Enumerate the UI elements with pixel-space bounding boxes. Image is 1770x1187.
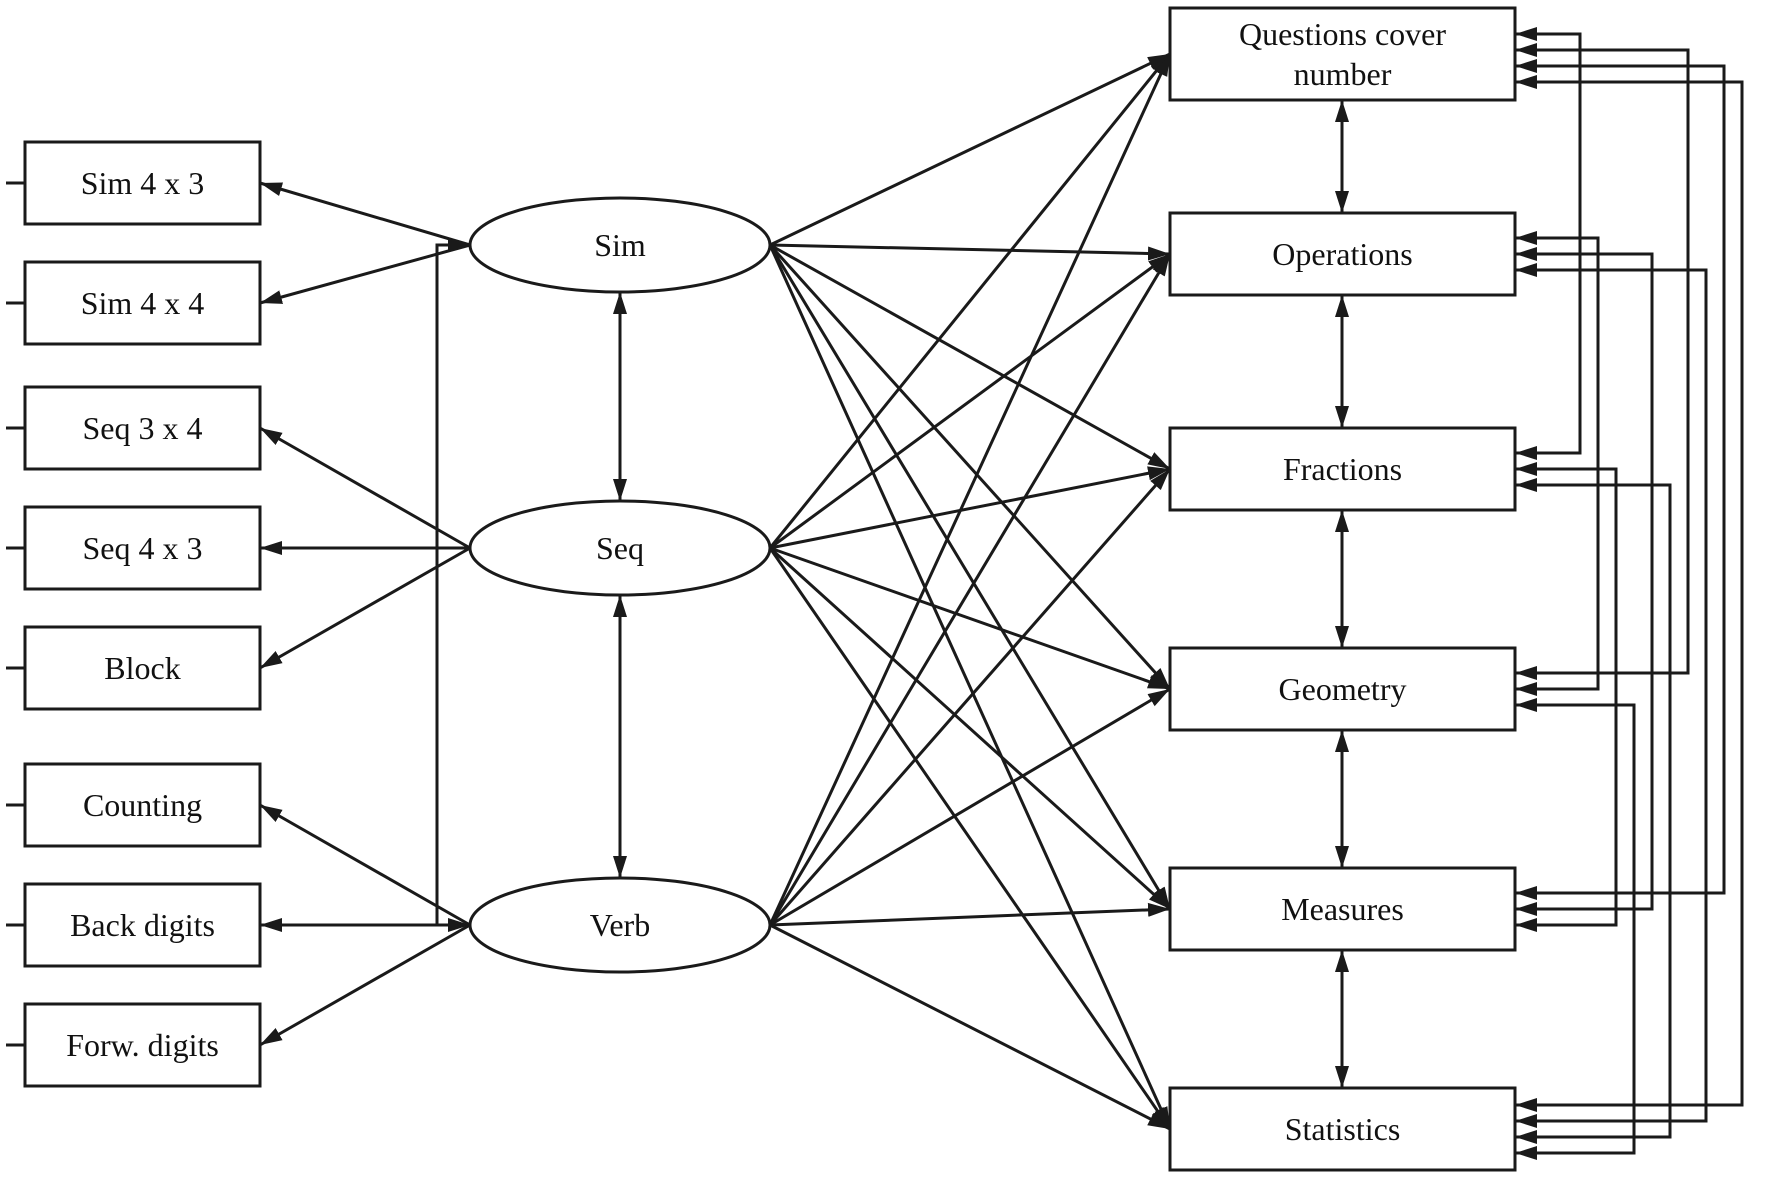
indicator-box-seq4x3 xyxy=(23,505,262,591)
edge-covariance-sim-verb xyxy=(435,238,470,932)
indicator-box-counting xyxy=(23,762,262,848)
edge-path-verb-operations xyxy=(768,253,1172,926)
node-operations: Operations xyxy=(1168,211,1517,297)
node-geometry: Geometry xyxy=(1168,646,1517,732)
node-label-measures: Measures xyxy=(1281,891,1404,927)
node-label-sim4x4: Sim 4 x 4 xyxy=(81,285,205,321)
edge-path-sim-measures xyxy=(768,244,1172,910)
edge-loading-sim-sim4x4 xyxy=(259,243,471,305)
node-sim4x3: Sim 4 x 3 xyxy=(23,140,262,226)
edge-loading-verb-counting xyxy=(259,803,471,927)
indicator-box-backdigits xyxy=(23,882,262,968)
indicator-box-sim4x3 xyxy=(23,140,262,226)
node-backdigits: Back digits xyxy=(23,882,262,968)
outcome-box-fractions xyxy=(1168,426,1517,512)
edge-path-seq-fractions xyxy=(769,466,1171,550)
edge-residual-covariance-operations-geometry xyxy=(1515,231,1600,696)
nodes-layer: Sim 4 x 3 Sim 4 x 4 Seq 3 x 4 Seq 4 x 3 Bloc… xyxy=(23,6,1517,1172)
node-fractions: Fractions xyxy=(1168,426,1517,512)
edge-loading-sim-sim4x3 xyxy=(259,181,471,247)
edge-loading-seq-seq3x4 xyxy=(259,426,471,550)
node-seq3x4: Seq 3 x 4 xyxy=(23,385,262,471)
latent-ellipse-verb xyxy=(468,876,772,974)
edge-path-verb-measures xyxy=(769,902,1171,927)
node-measures: Measures xyxy=(1168,866,1517,952)
node-label-questions: Questions cover xyxy=(1239,16,1446,52)
edge-residual-covariance-geometry-statistics xyxy=(1515,698,1636,1160)
outcome-box-questions xyxy=(1168,6,1517,102)
indicator-box-seq3x4 xyxy=(23,385,262,471)
edge-path-sim-questions xyxy=(769,52,1171,247)
edge-path-sim-geometry xyxy=(768,243,1172,691)
edge-path-seq-statistics xyxy=(768,547,1172,1130)
node-label-geometry: Geometry xyxy=(1279,671,1407,707)
edge-residual-covariance-questions-fractions xyxy=(1515,27,1582,460)
node-label-seq3x4: Seq 3 x 4 xyxy=(83,410,203,446)
node-label-counting: Counting xyxy=(83,787,202,823)
node-sim4x4: Sim 4 x 4 xyxy=(23,260,262,346)
edge-residual-covariance-questions-geometry xyxy=(1515,43,1690,680)
edge-path-sim-statistics xyxy=(768,244,1172,1130)
node-block: Block xyxy=(23,625,262,711)
edge-loading-seq-block xyxy=(259,546,471,670)
edge-path-seq-questions xyxy=(768,53,1172,549)
node-seq: Seq xyxy=(468,499,772,597)
node-label-verb: Verb xyxy=(590,907,650,943)
edge-residual-covariance-questions-statistics xyxy=(1515,75,1744,1112)
node-label-forwdigits: Forw. digits xyxy=(66,1027,219,1063)
node-label-backdigits: Back digits xyxy=(70,907,215,943)
node-label-seq4x3: Seq 4 x 3 xyxy=(83,530,203,566)
node-verb: Verb xyxy=(468,876,772,974)
edge-residual-covariance-operations-statistics xyxy=(1515,263,1708,1128)
node-label-block: Block xyxy=(104,650,180,686)
node-seq4x3: Seq 4 x 3 xyxy=(23,505,262,591)
edge-path-sim-operations xyxy=(769,243,1171,261)
indicator-box-block xyxy=(23,625,262,711)
node-counting: Counting xyxy=(23,762,262,848)
edge-path-seq-operations xyxy=(769,252,1171,550)
edge-path-verb-statistics xyxy=(769,923,1171,1131)
edge-path-sim-fractions xyxy=(769,243,1171,471)
indicator-box-sim4x4 xyxy=(23,260,262,346)
edges-layer xyxy=(6,27,1744,1160)
node-label-operations: Operations xyxy=(1272,236,1412,272)
indicator-box-forwdigits xyxy=(23,1002,262,1088)
node-label-questions: number xyxy=(1294,56,1392,92)
node-label-fractions: Fractions xyxy=(1283,451,1402,487)
edge-path-seq-measures xyxy=(768,546,1172,911)
edge-residual-covariance-fractions-statistics xyxy=(1515,478,1672,1144)
outcome-box-geometry xyxy=(1168,646,1517,732)
node-forwdigits: Forw. digits xyxy=(23,1002,262,1088)
latent-ellipse-seq xyxy=(468,499,772,597)
node-label-sim: Sim xyxy=(594,227,646,263)
outcome-box-measures xyxy=(1168,866,1517,952)
edge-path-verb-fractions xyxy=(768,468,1172,926)
latent-ellipse-sim xyxy=(468,196,772,294)
edge-residual-covariance-questions-measures xyxy=(1515,59,1726,900)
node-label-seq: Seq xyxy=(596,530,644,566)
edge-path-seq-geometry xyxy=(769,546,1171,691)
edge-residual-covariance-fractions-measures xyxy=(1515,462,1618,932)
node-sim: Sim xyxy=(468,196,772,294)
outcome-box-statistics xyxy=(1168,1086,1517,1172)
node-label-sim4x3: Sim 4 x 3 xyxy=(81,165,205,201)
edge-residual-covariance-operations-measures xyxy=(1515,247,1654,916)
edge-path-verb-geometry xyxy=(769,687,1171,927)
edge-loading-verb-forwdigits xyxy=(259,923,471,1047)
node-label-statistics: Statistics xyxy=(1285,1111,1401,1147)
node-questions: Questions cover number xyxy=(1168,6,1517,102)
node-statistics: Statistics xyxy=(1168,1086,1517,1172)
edge-path-verb-questions xyxy=(768,53,1172,926)
outcome-box-operations xyxy=(1168,211,1517,297)
